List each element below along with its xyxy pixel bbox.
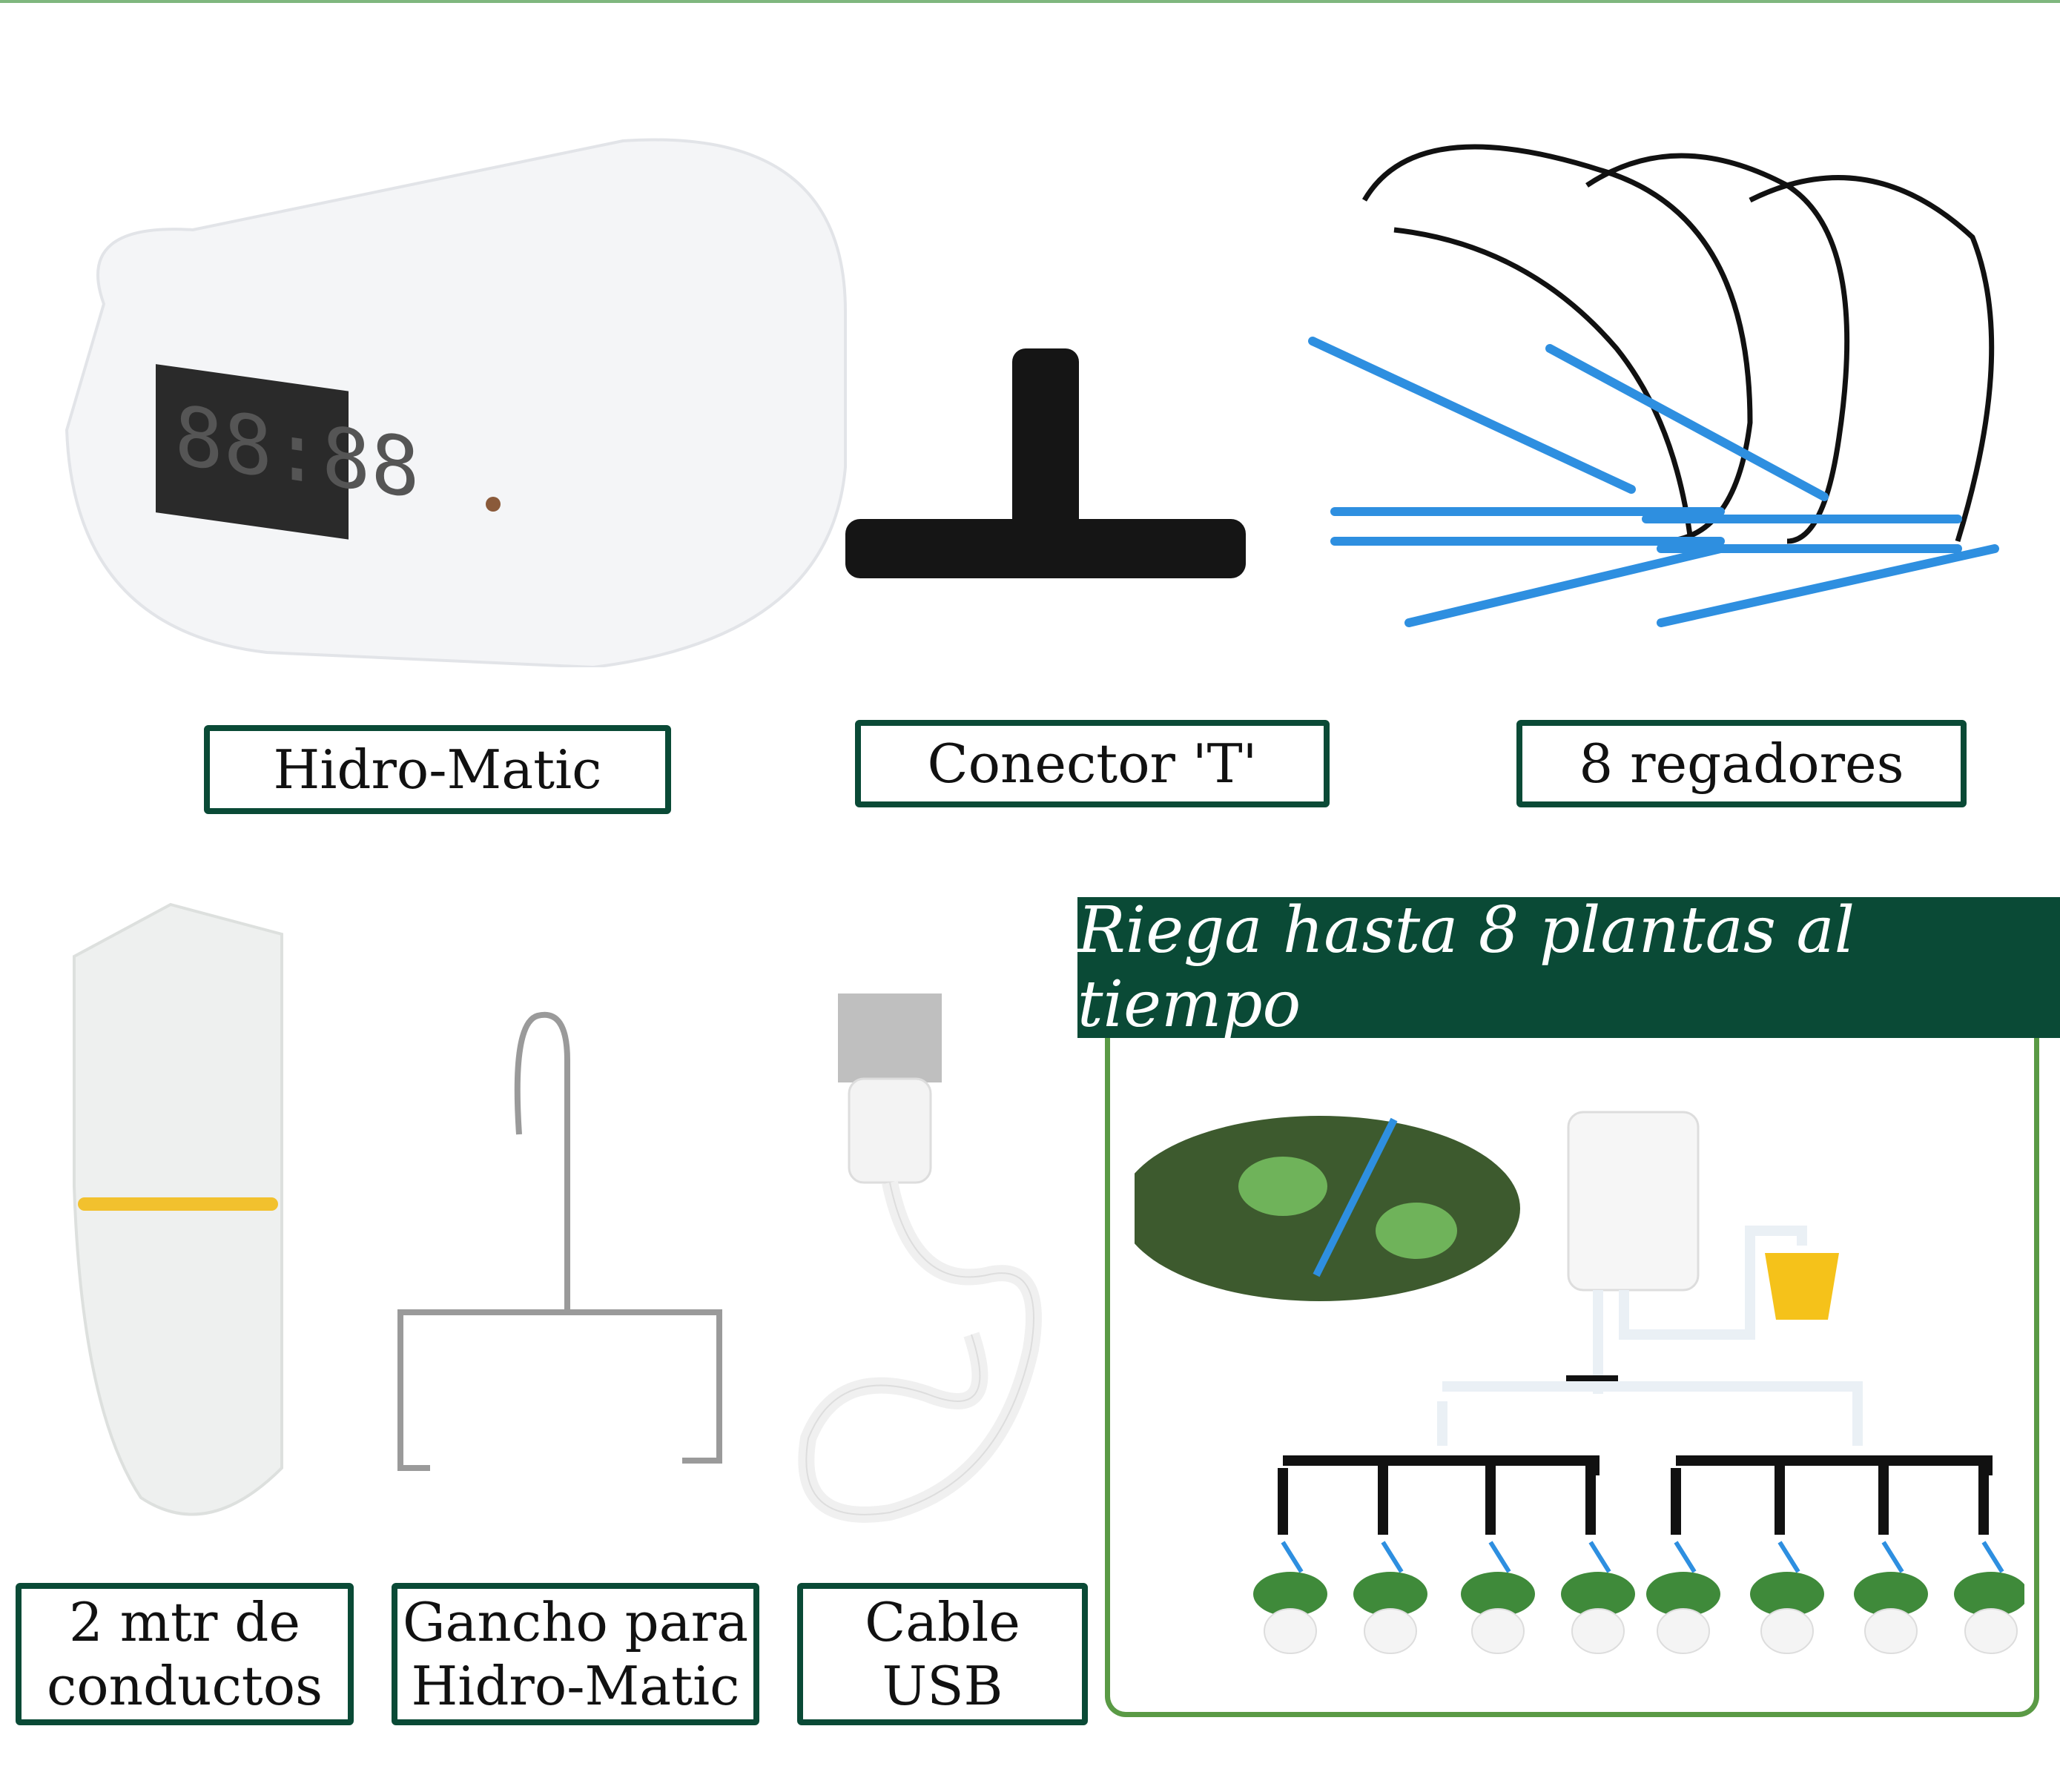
diagram-frame [1105, 1038, 2039, 1717]
drippers-image [1308, 144, 1999, 627]
potted-plant-icon [1253, 1541, 1327, 1654]
tubing-image [73, 902, 283, 1516]
potted-plant-icon [1954, 1541, 2024, 1654]
cable-label: Cable USB [797, 1583, 1088, 1725]
feature-banner-title: Riega hasta 8 plantas al tiempo [1077, 893, 1855, 1042]
t-connector-image [845, 348, 1246, 578]
potted-plant-icon [1854, 1541, 1928, 1654]
potted-plant-icon [1646, 1541, 1720, 1654]
potted-plant-icon [1750, 1541, 1824, 1654]
drippers-label-text: 8 regadores [1579, 732, 1904, 795]
hidro-matic-label-text: Hidro-Matic [273, 738, 602, 801]
hidro-matic-label: Hidro-Matic [204, 725, 671, 814]
hidro-matic-device-image: 88:88 [65, 138, 847, 667]
cable-label-text: Cable USB [865, 1590, 1020, 1717]
drippers-label: 8 regadores [1516, 720, 1967, 807]
feature-banner: Riega hasta 8 plantas al tiempo [1077, 893, 2060, 1042]
hook-label-line1: Gancho para [402, 1590, 749, 1653]
usb-cable-image [798, 993, 1042, 1523]
hook-image [397, 1011, 722, 1471]
tubing-label-line2: conductos [46, 1655, 323, 1717]
connector-label-text: Conector 'T' [927, 732, 1258, 795]
connector-label: Conector 'T' [855, 720, 1330, 807]
potted-plant-icon [1561, 1541, 1635, 1654]
top-divider [0, 0, 2060, 3]
potted-plant-icon [1461, 1541, 1535, 1654]
hook-label-line2: Hidro-Matic [411, 1655, 740, 1717]
potted-plant-icon [1353, 1541, 1427, 1654]
watering-diagram [1135, 1111, 2024, 1654]
tubing-label-line1: 2 mtr de [69, 1590, 300, 1653]
